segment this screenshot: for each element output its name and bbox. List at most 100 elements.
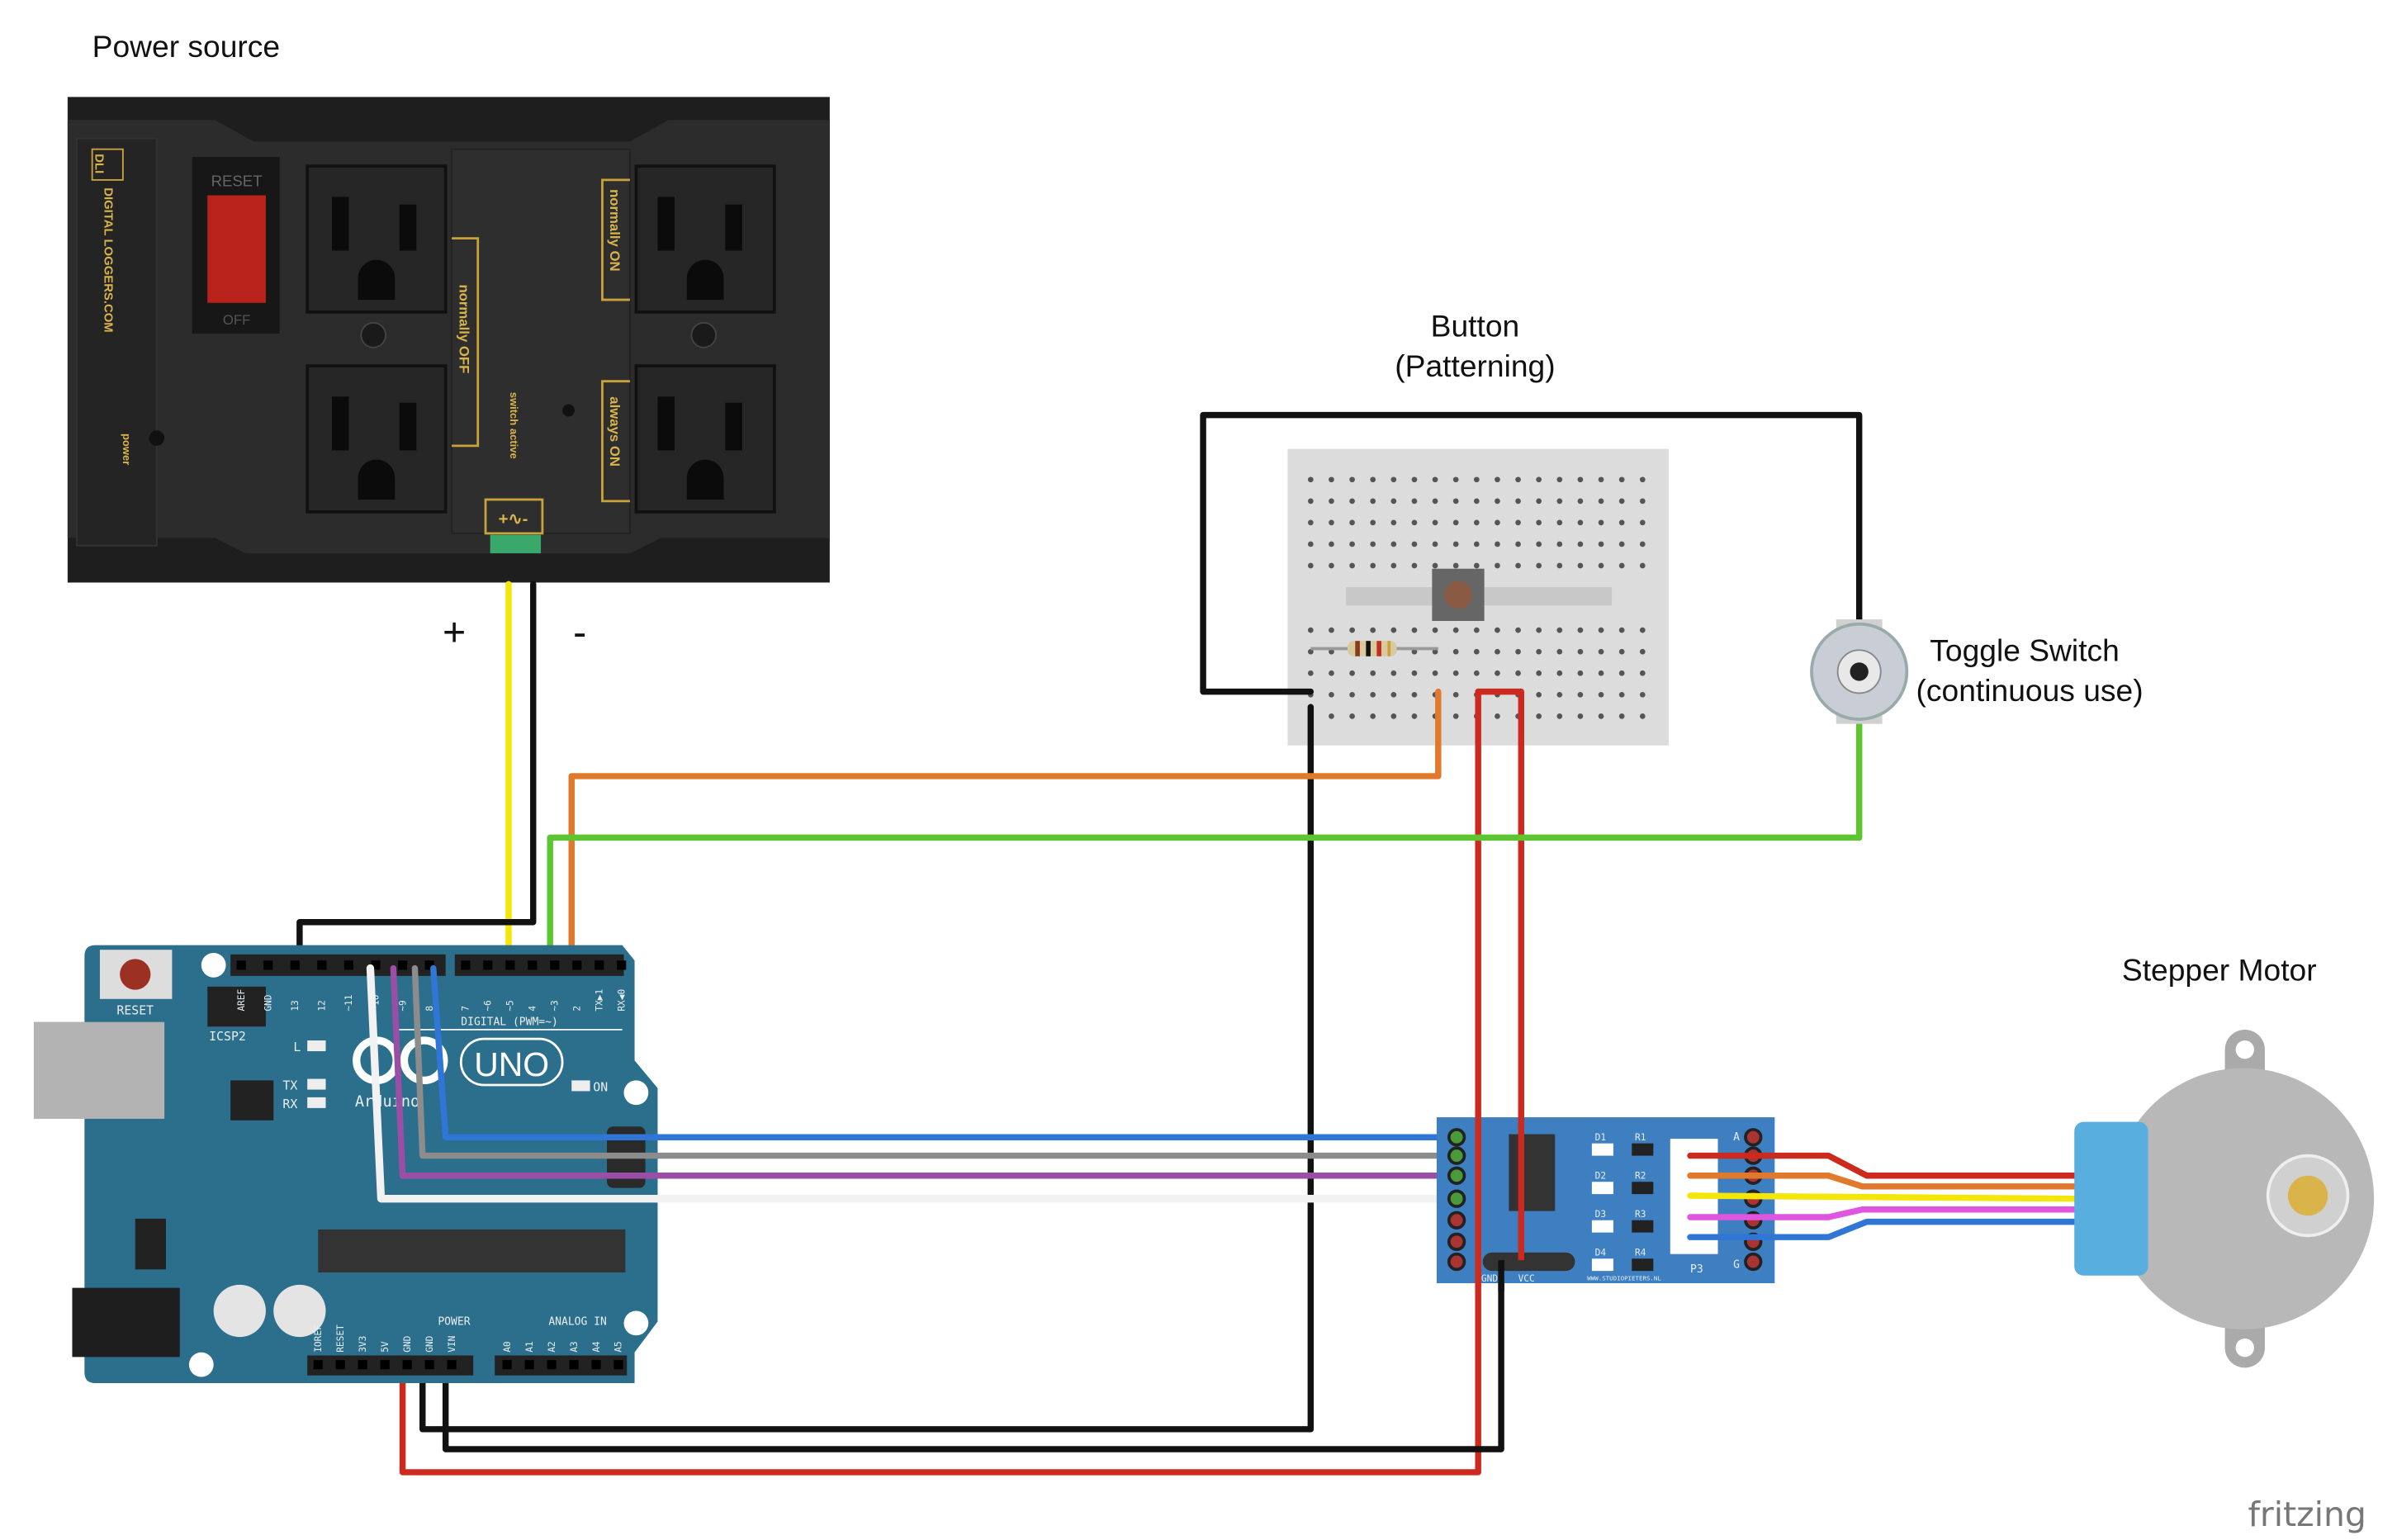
breadboard-hole bbox=[1556, 519, 1563, 526]
breadboard-hole bbox=[1307, 498, 1314, 505]
breadboard-hole bbox=[1473, 498, 1480, 505]
power-led-label: power bbox=[121, 434, 133, 465]
plus-label: + bbox=[443, 610, 466, 655]
breadboard-hole bbox=[1329, 541, 1334, 547]
power-header bbox=[307, 1355, 474, 1376]
driver-input-pin[interactable] bbox=[1447, 1146, 1466, 1165]
connector-label: P3 bbox=[1690, 1263, 1703, 1276]
breadboard-hole bbox=[1411, 648, 1418, 655]
header-pin[interactable] bbox=[613, 1360, 623, 1370]
reset-label: RESET bbox=[116, 1002, 154, 1017]
wire-black-gnd-breadboard bbox=[419, 704, 1315, 1433]
header-pin[interactable] bbox=[371, 960, 381, 970]
driver-output-pin[interactable] bbox=[1744, 1252, 1763, 1272]
resistor bbox=[1310, 641, 1438, 656]
wire-gray-in2 bbox=[411, 964, 1460, 1159]
breadboard-hole bbox=[1452, 562, 1459, 569]
wire-black-switch-loop bbox=[1200, 411, 1863, 695]
breadboard-hole bbox=[1618, 498, 1625, 505]
breadboard-hole bbox=[1307, 541, 1314, 547]
header-pin[interactable] bbox=[317, 960, 327, 970]
breadboard-hole bbox=[1390, 713, 1397, 719]
header-pin[interactable] bbox=[343, 960, 354, 970]
breadboard-hole bbox=[1411, 713, 1418, 719]
breadboard-hole bbox=[1598, 476, 1604, 483]
driver-input-pin[interactable] bbox=[1447, 1252, 1466, 1272]
breadboard-hole bbox=[1390, 562, 1397, 569]
led-l-label: L bbox=[293, 1040, 301, 1054]
driver-input-pin[interactable] bbox=[1447, 1211, 1466, 1230]
push-button[interactable] bbox=[1432, 568, 1485, 621]
breadboard-hole bbox=[1515, 670, 1521, 676]
header-pin[interactable] bbox=[402, 1360, 412, 1370]
breadboard-hole bbox=[1329, 498, 1334, 505]
off-label: OFF bbox=[223, 312, 250, 328]
breadboard-hole bbox=[1556, 476, 1563, 483]
header-pin[interactable] bbox=[358, 1360, 367, 1370]
breadboard-hole bbox=[1515, 541, 1521, 547]
header-pin[interactable] bbox=[595, 960, 604, 970]
driver-input-pin[interactable] bbox=[1447, 1232, 1466, 1251]
header-pin[interactable] bbox=[290, 960, 300, 970]
breadboard-hole bbox=[1349, 519, 1355, 526]
breadboard-hole bbox=[1432, 476, 1438, 483]
header-pin[interactable] bbox=[447, 1360, 457, 1370]
header-pin[interactable] bbox=[483, 960, 493, 970]
header-pin[interactable] bbox=[397, 960, 408, 970]
pin-label: 5V bbox=[380, 1341, 391, 1353]
pin-label: 7 bbox=[461, 1006, 471, 1012]
breadboard-hole bbox=[1598, 713, 1604, 719]
header-pin[interactable] bbox=[461, 960, 471, 970]
breadboard-hole bbox=[1495, 648, 1500, 655]
breadboard-hole bbox=[1495, 519, 1500, 526]
header-pin[interactable] bbox=[263, 960, 273, 970]
pin-label: ~6 bbox=[483, 1000, 494, 1011]
breadboard-hole bbox=[1639, 691, 1646, 698]
header-pin[interactable] bbox=[335, 1360, 345, 1370]
header-pin[interactable] bbox=[572, 960, 582, 970]
header-pin[interactable] bbox=[313, 1360, 323, 1370]
breadboard-hole bbox=[1598, 691, 1604, 698]
breadboard-hole bbox=[1495, 627, 1500, 633]
breadboard-hole bbox=[1618, 476, 1625, 483]
header-pin[interactable] bbox=[617, 960, 627, 970]
header-pin[interactable] bbox=[528, 960, 538, 970]
header-pin[interactable] bbox=[424, 960, 434, 970]
resistor-label: R1 bbox=[1635, 1132, 1646, 1143]
pin-label: 12 bbox=[317, 1000, 328, 1011]
pin-label: A2 bbox=[547, 1341, 557, 1352]
header-pin[interactable] bbox=[569, 1360, 579, 1370]
driver-input-pin[interactable] bbox=[1447, 1166, 1466, 1185]
wire-green-toggle bbox=[547, 704, 1863, 972]
header-pin[interactable] bbox=[380, 1360, 390, 1370]
breadboard-hole bbox=[1639, 519, 1646, 526]
breadboard-hole bbox=[1390, 476, 1397, 483]
breadboard-hole bbox=[1598, 498, 1604, 505]
breadboard-hole bbox=[1349, 476, 1355, 483]
header-pin[interactable] bbox=[505, 960, 515, 970]
breadboard-hole bbox=[1452, 691, 1459, 698]
pin-label: A4 bbox=[591, 1341, 602, 1353]
header-pin[interactable] bbox=[547, 1360, 557, 1370]
pin-label: GND bbox=[402, 1335, 413, 1352]
always-on-label: always ON bbox=[607, 396, 623, 467]
driver-input-pin[interactable] bbox=[1447, 1128, 1466, 1147]
wire-red-driver-vcc bbox=[1475, 688, 1525, 1263]
power-led bbox=[149, 430, 165, 446]
header-pin[interactable] bbox=[591, 1360, 601, 1370]
breadboard-hole bbox=[1577, 691, 1584, 698]
header-pin[interactable] bbox=[424, 1360, 434, 1370]
header-pin[interactable] bbox=[502, 1360, 512, 1370]
header-pin[interactable] bbox=[550, 960, 560, 970]
driver-input-pin[interactable] bbox=[1447, 1189, 1466, 1208]
pin-label: ~5 bbox=[505, 1000, 516, 1011]
driver-output-pin[interactable] bbox=[1744, 1128, 1763, 1147]
screw-icon bbox=[360, 322, 387, 348]
pin-label: A3 bbox=[569, 1341, 580, 1352]
stepper-motor bbox=[2074, 1029, 2375, 1368]
header-pin[interactable] bbox=[524, 1360, 534, 1370]
toggle-switch[interactable] bbox=[1810, 619, 1909, 724]
breadboard-hole bbox=[1432, 562, 1438, 569]
header-pin[interactable] bbox=[236, 960, 246, 970]
